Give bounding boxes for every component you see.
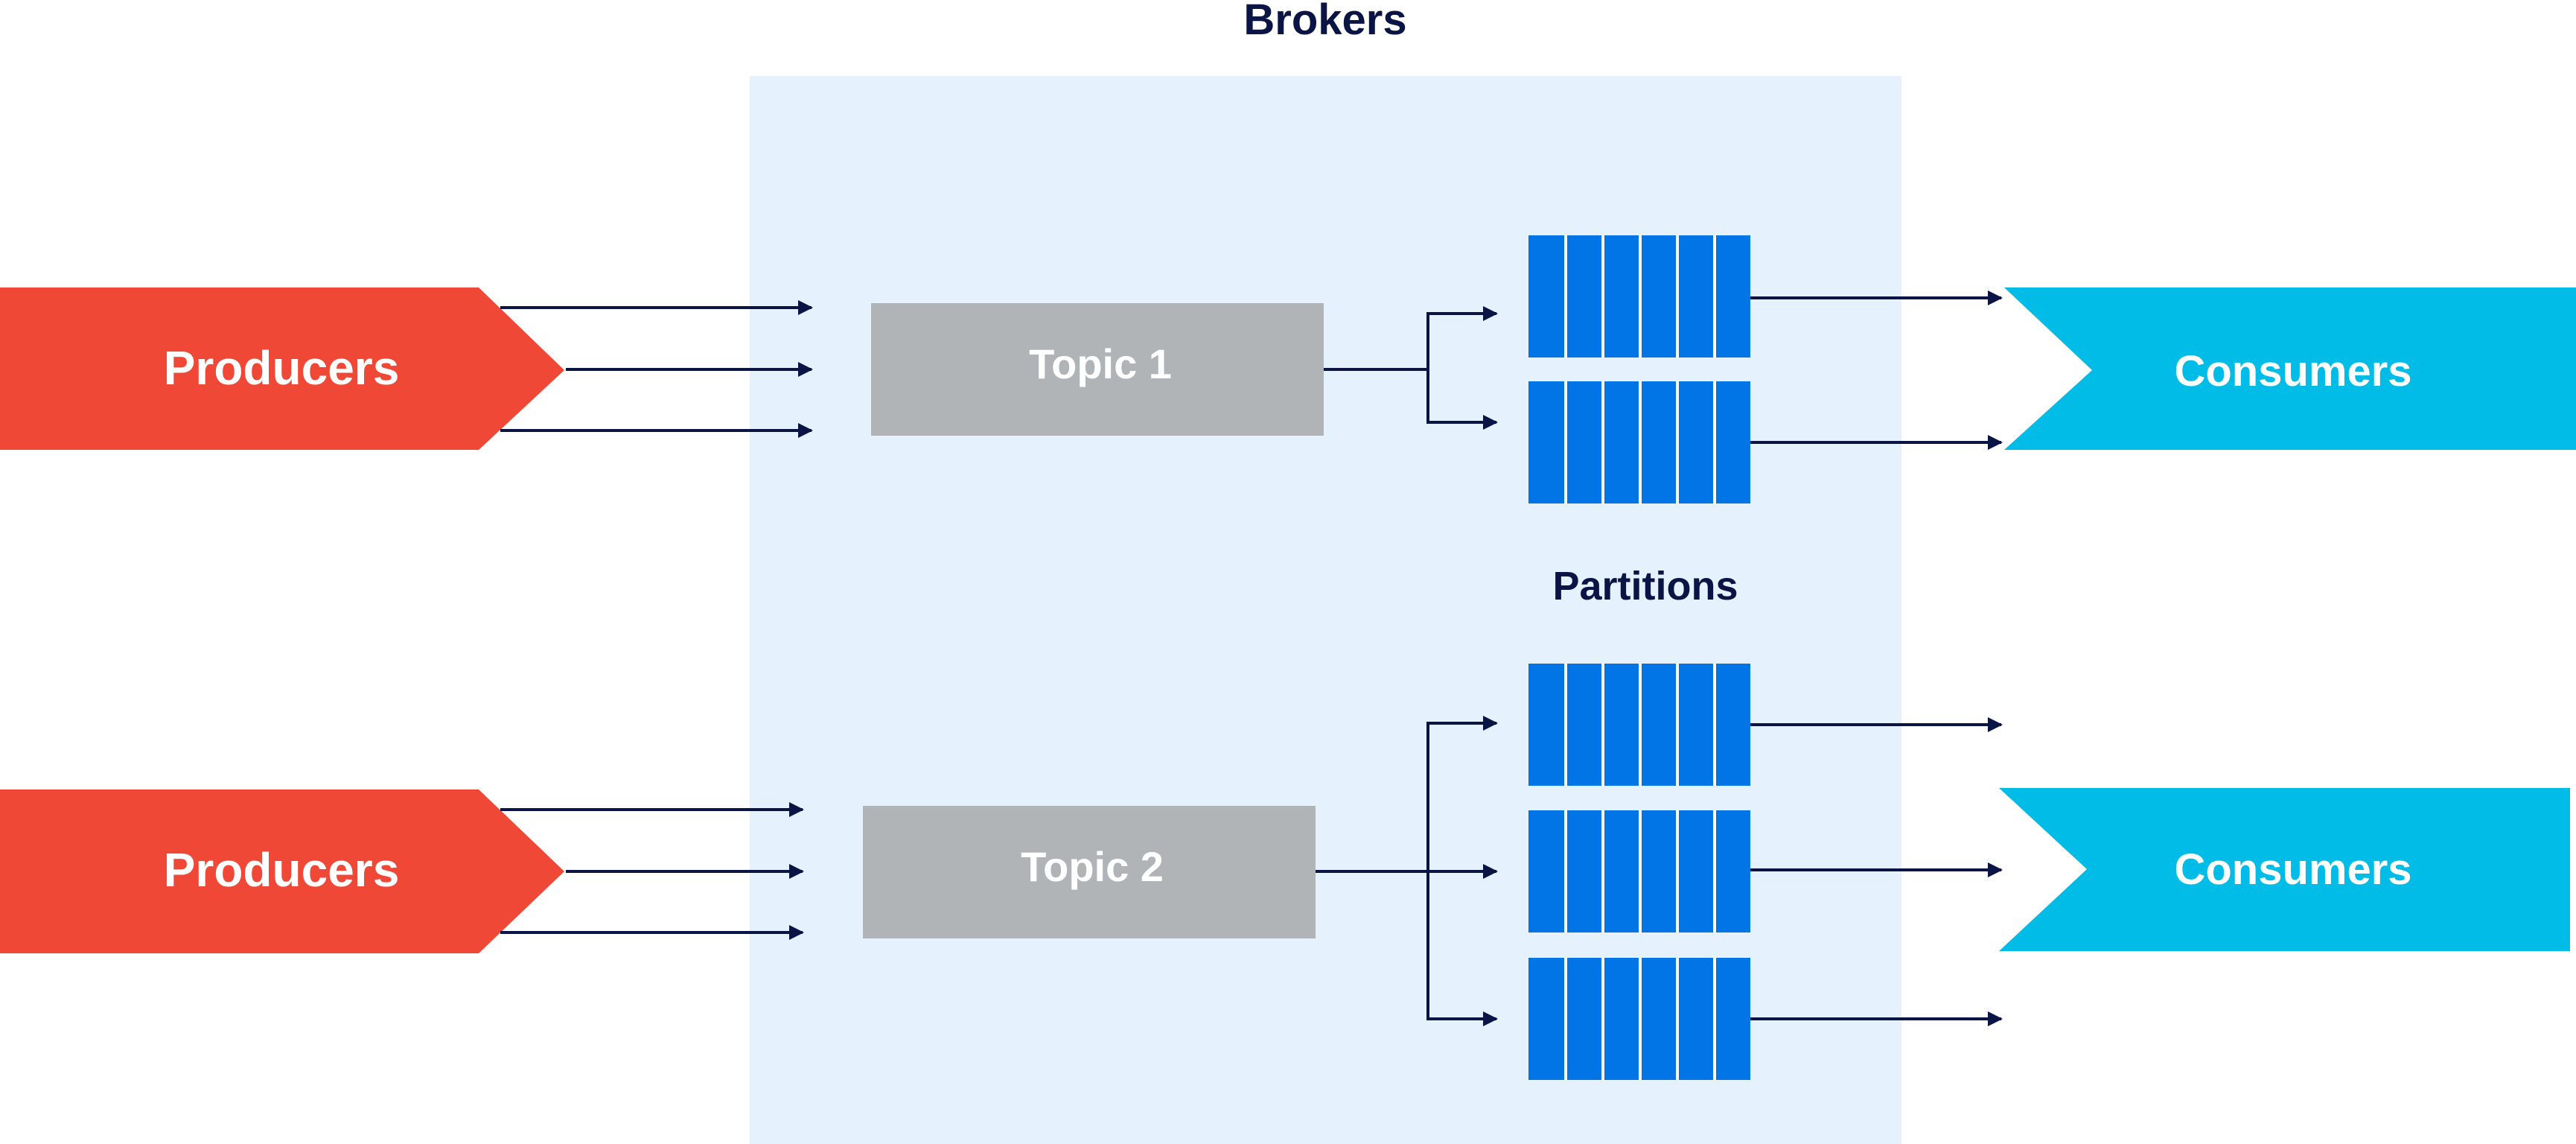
consumers-1: Consumers: [2004, 287, 2576, 450]
consumer-shape: [1999, 788, 2570, 951]
topic-2: Topic 2: [863, 806, 1316, 938]
partition-1-2: [1528, 381, 1750, 503]
partition-1-1: [1528, 235, 1750, 358]
consumers-2: Consumers: [1999, 788, 2570, 951]
brokers-title: Brokers: [1243, 0, 1406, 44]
topic-box: [871, 303, 1324, 436]
connector-arrow: [1426, 716, 1498, 871]
connector-arrow: [1426, 306, 1498, 369]
consumer-shape: [2004, 287, 2576, 450]
producer-label: Producers: [164, 843, 400, 897]
producers-2: Producers: [0, 789, 564, 953]
topic-1: Topic 1: [871, 303, 1324, 436]
consumer-label: Consumers: [2174, 347, 2411, 395]
connector-arrow: [1426, 369, 1498, 430]
producer-arrows-1: [500, 300, 813, 438]
topic-box: [863, 806, 1316, 938]
connector-arrow: [1426, 871, 1498, 1026]
partitions-label: Partitions: [1552, 564, 1738, 608]
producer-shape: [0, 287, 564, 450]
topic-1-connectors: [1324, 306, 1498, 430]
partition-2-3: [1528, 958, 1750, 1080]
producers-1: Producers: [0, 287, 564, 450]
topic-2-connectors: [1316, 716, 1498, 1026]
producer-shape: [0, 789, 564, 953]
topic-label: Topic 2: [1021, 843, 1164, 890]
producer-label: Producers: [164, 341, 400, 395]
partition-2-1: [1528, 664, 1750, 786]
producer-arrows-2: [500, 802, 804, 940]
consumer-arrows: [1750, 290, 2003, 1026]
consumer-label: Consumers: [2174, 845, 2411, 894]
topic-label: Topic 1: [1029, 340, 1172, 387]
partition-2-2: [1528, 810, 1750, 932]
